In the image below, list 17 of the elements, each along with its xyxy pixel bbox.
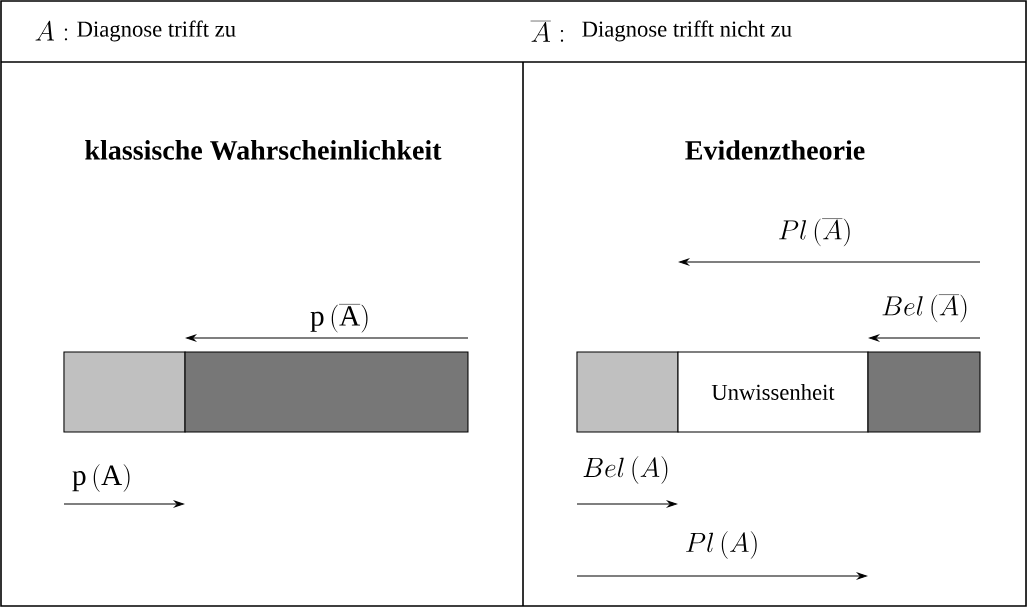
column-heading: klassische Wahrscheinlichkeit: [85, 140, 442, 160]
formula-label: $Pl\left(\overline{A}\right)$: [779, 218, 850, 247]
symbol-label: $\overline{A}:$: [530, 21, 564, 42]
symbol-label: $A:$: [35, 20, 68, 41]
segment-box: Unwissenheit: [677, 351, 869, 433]
bar-segment: [184, 351, 469, 433]
legend-text: Diagnose trifft zu: [77, 20, 236, 42]
bar-segment: [576, 351, 679, 433]
formula-label: $Bel\left(\overline{A}\right)$: [882, 294, 967, 323]
legend-text: Diagnose trifft nicht zu: [582, 20, 792, 42]
bar-segment: [63, 351, 186, 433]
bar-segment: [867, 351, 981, 433]
column-heading: Evidenztheorie: [685, 140, 865, 160]
formula-label: $Bel\left(A\right)$: [583, 456, 668, 484]
formula-label: $Pl\left(A\right)$: [686, 531, 757, 559]
formula-label: $\mathrm{p}\left(\overline{\mathrm{A}}\right)$: [310, 304, 368, 333]
formula-label: $\mathrm{p}\left(\mathrm{A}\right)$: [72, 464, 130, 492]
